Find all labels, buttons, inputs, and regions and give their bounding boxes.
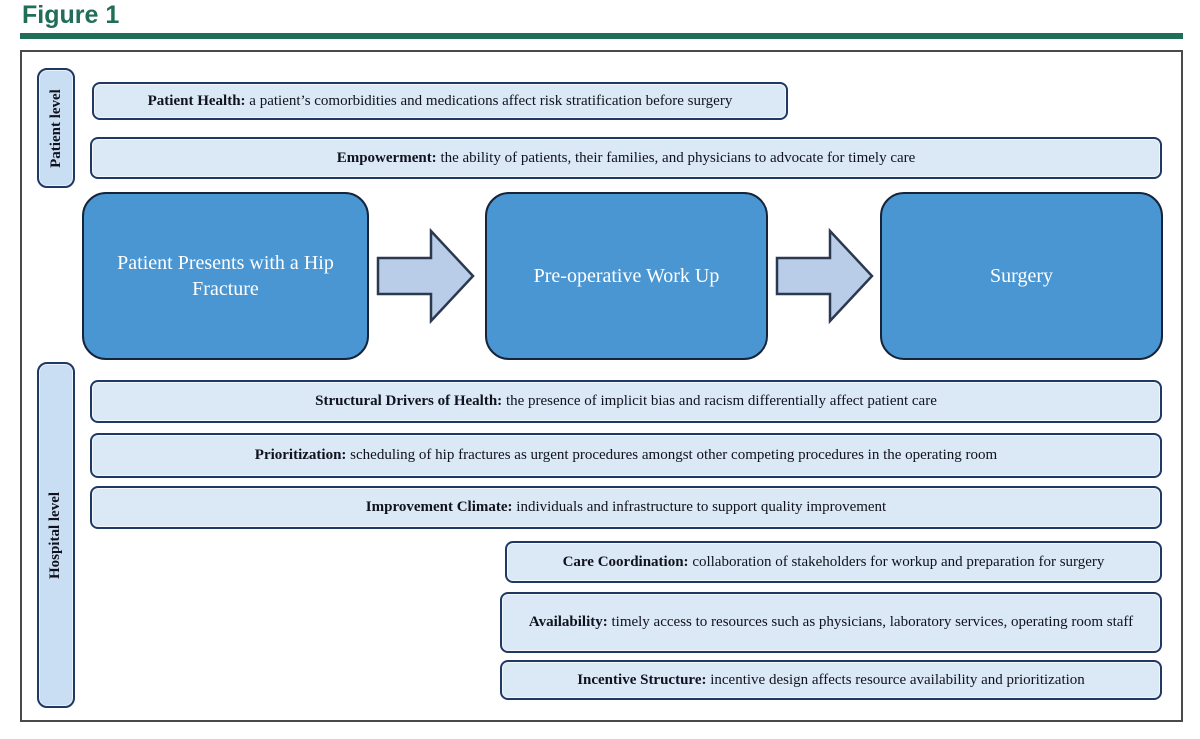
factor-term: Prioritization: [254, 447, 347, 464]
hospital-level-label-text: Hospital level [47, 491, 64, 579]
factor-description: timely access to resources such as physi… [607, 614, 1134, 631]
factor-description: the presence of implicit bias and racism… [502, 393, 937, 410]
factor-text: Care Coordination: collaboration of stak… [563, 553, 1105, 572]
factor-box-improvement-climate: Improvement Climate: individuals and inf… [90, 486, 1162, 529]
factor-box-patient-health: Patient Health: a patient’s comorbiditie… [92, 82, 788, 120]
factor-text: Structural Drivers of Health: the presen… [315, 392, 937, 411]
factor-term: Improvement Climate: [365, 499, 513, 516]
factor-box-incentive-structure: Incentive Structure: incentive design af… [500, 660, 1162, 700]
factor-term: Structural Drivers of Health: [315, 393, 503, 410]
hospital-level-label: Hospital level [37, 362, 75, 708]
process-step-hip-fracture: Patient Presents with a Hip Fracture [82, 192, 369, 360]
arrow-right-icon [775, 228, 874, 324]
process-step-text: Pre-operative Work Up [533, 265, 720, 287]
figure-frame: Patient level Patient Health: a patient’… [20, 50, 1183, 722]
process-step-surgery: Surgery [880, 192, 1163, 360]
process-step-preoperative-workup: Pre-operative Work Up [485, 192, 768, 360]
factor-description: scheduling of hip fractures as urgent pr… [346, 447, 998, 464]
factor-text: Prioritization: scheduling of hip fractu… [255, 446, 997, 465]
title-rule [20, 33, 1183, 39]
factor-box-empowerment: Empowerment: the ability of patients, th… [90, 137, 1162, 179]
factor-term: Care Coordination: [562, 553, 689, 570]
factor-description: incentive design affects resource availa… [706, 671, 1085, 688]
arrow-right-icon [376, 228, 475, 324]
factor-term: Empowerment: [336, 149, 437, 166]
factor-box-prioritization: Prioritization: scheduling of hip fractu… [90, 433, 1162, 478]
factor-box-availability: Availability: timely access to resources… [500, 592, 1162, 653]
process-step-text: Surgery [990, 265, 1053, 287]
factor-box-structural-drivers: Structural Drivers of Health: the presen… [90, 380, 1162, 423]
factor-description: a patient’s comorbidities and medication… [245, 92, 733, 109]
patient-level-label: Patient level [37, 68, 75, 188]
process-step-text: Patient Presents with a Hip Fracture [117, 252, 334, 300]
factor-description: the ability of patients, their families,… [436, 149, 916, 166]
factor-term: Patient Health: [147, 92, 246, 109]
patient-level-label-text: Patient level [47, 88, 64, 168]
factor-text: Improvement Climate: individuals and inf… [366, 498, 886, 517]
factor-description: collaboration of stakeholders for workup… [688, 553, 1105, 570]
factor-text: Empowerment: the ability of patients, th… [337, 149, 916, 168]
figure-title: Figure 1 [22, 1, 120, 29]
factor-text: Incentive Structure: incentive design af… [577, 671, 1085, 690]
factor-term: Availability: [528, 614, 608, 631]
factor-box-care-coordination: Care Coordination: collaboration of stak… [505, 541, 1162, 583]
factor-term: Incentive Structure: [577, 671, 707, 688]
factor-text: Availability: timely access to resources… [529, 613, 1133, 632]
factor-description: individuals and infrastructure to suppor… [512, 499, 887, 516]
factor-text: Patient Health: a patient’s comorbiditie… [148, 92, 733, 111]
